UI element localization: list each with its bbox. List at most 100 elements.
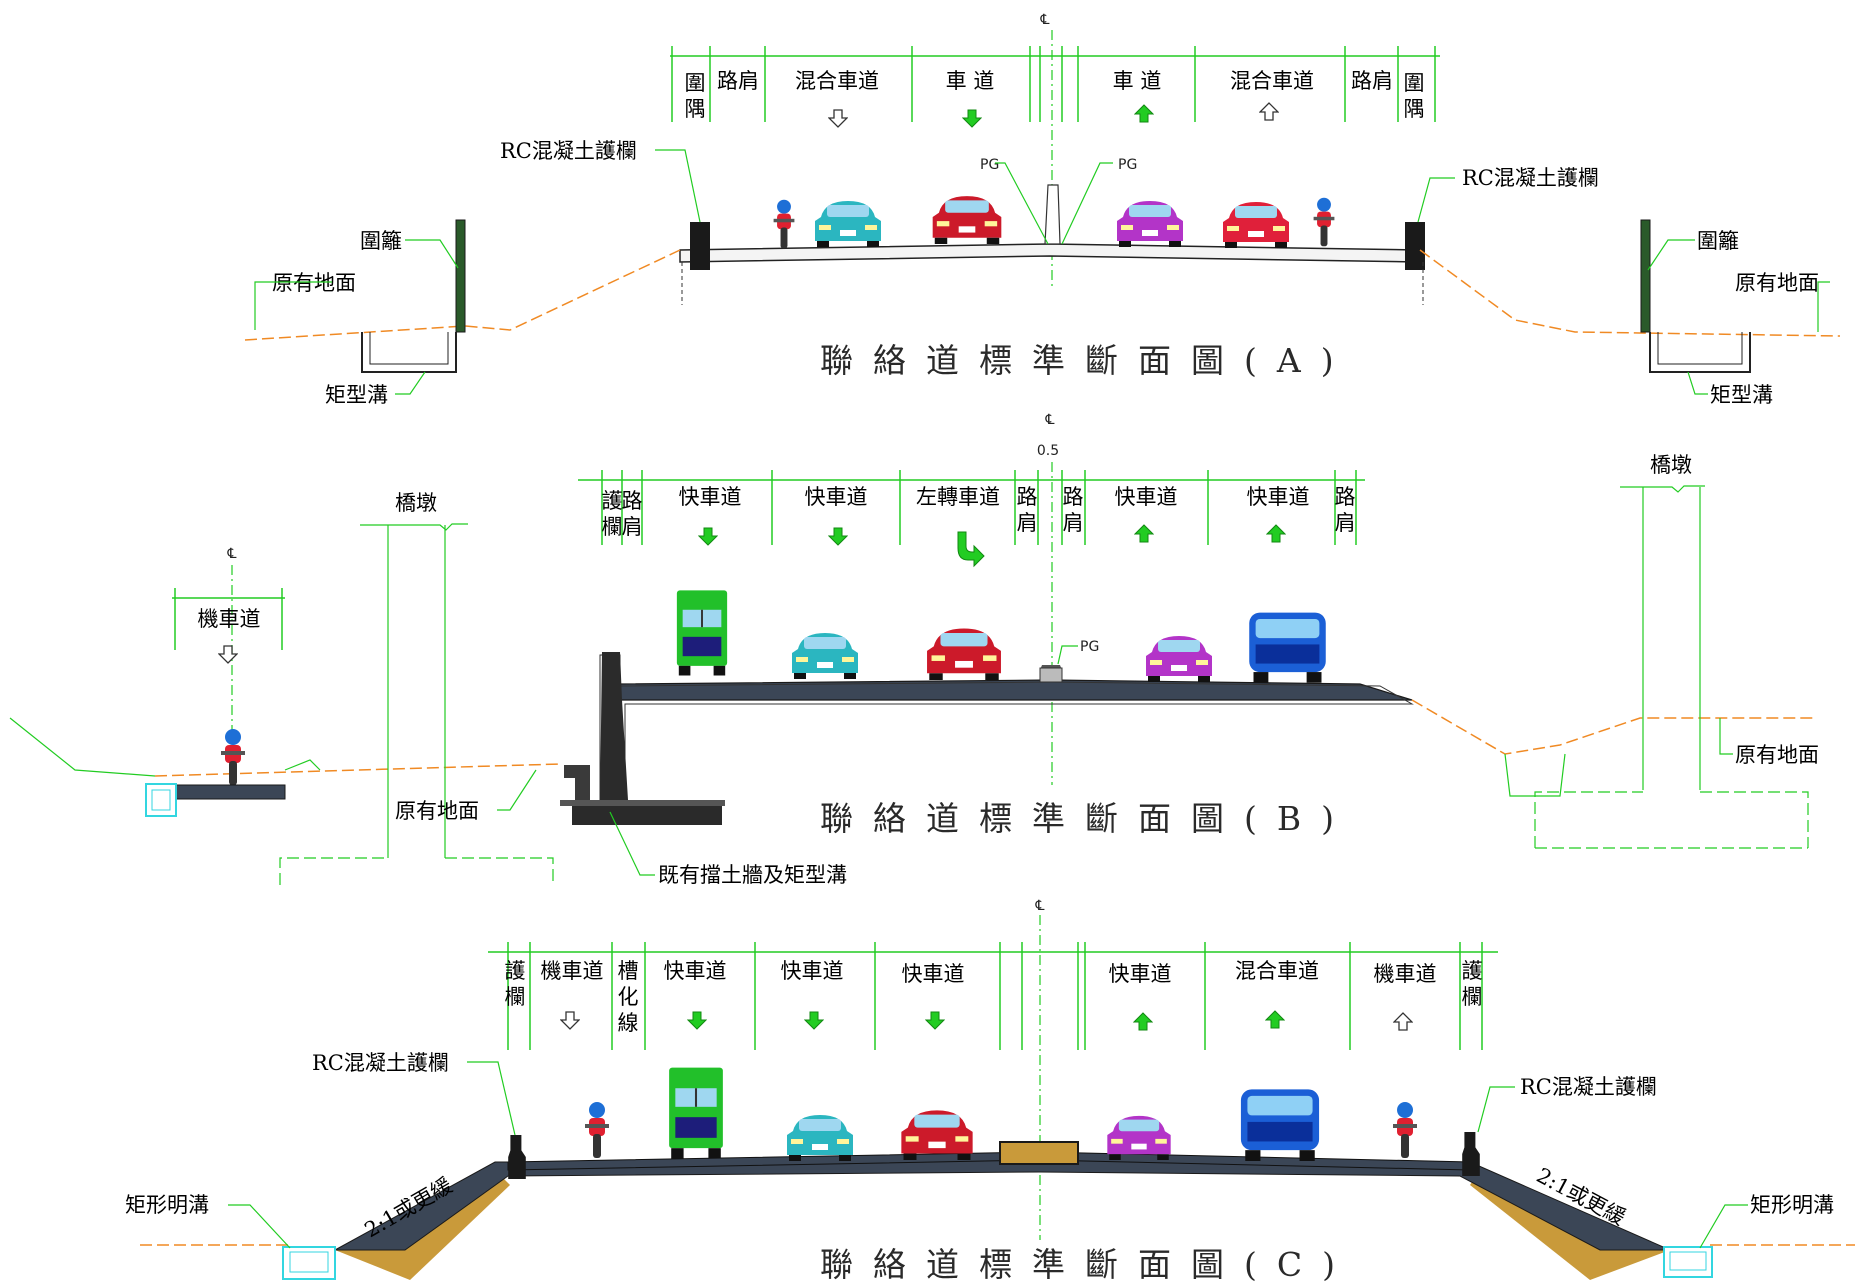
rc-guardrail-left	[690, 222, 710, 270]
ditch	[145, 783, 177, 817]
lane-label: 車 道	[946, 69, 995, 93]
green-down-arrow-icon	[925, 1011, 945, 1030]
median-barrier	[1044, 184, 1061, 245]
ditch-label: 矩型溝	[1710, 383, 1773, 407]
lane-label: 混合車道	[1235, 959, 1319, 983]
lane-label: 路肩	[1335, 485, 1356, 535]
lane-label: 路肩	[1351, 69, 1393, 93]
ground-label: 原有地面	[272, 271, 356, 295]
rc-guardrail-label: RC混凝土護欄	[1520, 1075, 1657, 1099]
lane-label: 槽化線	[618, 959, 639, 1035]
hollow-down-arrow-icon	[828, 109, 848, 128]
lane-label: 左轉車道	[916, 485, 1000, 509]
motorcycle-road	[174, 784, 286, 800]
green-up-arrow-icon	[1134, 104, 1154, 123]
pier-label: 橋墩	[395, 491, 437, 515]
motorcycle	[1313, 197, 1335, 247]
lane-label: 機車道	[1374, 962, 1437, 986]
pg-label: PG	[1080, 639, 1099, 655]
rc-guardrail-label: RC混凝土護欄	[500, 139, 637, 163]
retaining-wall-label: 既有擋土牆及矩型溝	[658, 863, 847, 887]
ditch-label: 矩型溝	[325, 383, 388, 407]
lane-label: 快車道	[1115, 485, 1178, 509]
car	[901, 1110, 973, 1160]
ditch-label: 矩形明溝	[125, 1193, 209, 1217]
lane-label: 路肩	[1063, 485, 1084, 535]
lane-label: 機車道	[198, 607, 261, 631]
rectangular-ditch-right	[1649, 332, 1751, 373]
green-left-turn-arrow-icon	[957, 531, 985, 568]
green-down-arrow-icon	[828, 527, 848, 546]
car	[1107, 1115, 1171, 1160]
lane-label: 路肩	[1017, 485, 1038, 535]
car	[787, 1115, 853, 1161]
ground-label: 原有地面	[1735, 743, 1819, 767]
centerline-symbol-icon: ℄	[1045, 412, 1055, 428]
lane-label: 快車道	[781, 959, 844, 983]
centerline-offset: 0.5	[1037, 443, 1059, 459]
hollow-up-arrow-icon	[1393, 1012, 1413, 1031]
lane-label: 路肩	[622, 489, 643, 539]
original-ground-left	[244, 249, 681, 341]
lane-label: 快車道	[1109, 962, 1172, 986]
lane-label: 路肩	[717, 69, 759, 93]
lane-label: 快車道	[1247, 485, 1310, 509]
original-ground-right	[1411, 699, 1815, 755]
car	[1223, 202, 1289, 248]
section-title: 聯絡道標準斷面圖(C)	[820, 1245, 1355, 1283]
section-a: ℄ 圍隅 路肩 混合車道 車 道 車 道 混合車道 路肩 圍隅	[244, 12, 1841, 407]
centerline-symbol-icon: ℄	[227, 546, 237, 562]
motorcycle	[585, 1102, 609, 1158]
ground-label: 原有地面	[1735, 271, 1819, 295]
lane-label: 車 道	[1113, 69, 1162, 93]
rc-guardrail-right	[1405, 222, 1425, 270]
lane-label: 快車道	[679, 485, 742, 509]
rc-guardrail-right	[1462, 1132, 1480, 1176]
green-up-arrow-icon	[1134, 524, 1154, 543]
fence-label: 圍籬	[1697, 229, 1739, 253]
lane-label: 護欄	[1462, 959, 1483, 1009]
green-up-arrow-icon	[1266, 524, 1286, 543]
pg-label: PG	[980, 157, 999, 173]
median	[999, 1141, 1079, 1165]
bus	[1249, 612, 1326, 683]
lane-label: 混合車道	[795, 69, 879, 93]
green-up-arrow-icon	[1133, 1012, 1153, 1031]
fence-label: 圍籬	[360, 229, 402, 253]
green-down-arrow-icon	[698, 527, 718, 546]
motorcycle	[1393, 1102, 1417, 1158]
lane-label: 圍隅	[685, 71, 706, 121]
green-down-arrow-icon	[962, 109, 982, 128]
rectangular-ditch-left	[361, 332, 457, 373]
fence-left	[455, 219, 466, 333]
lane-label: 護欄	[505, 959, 526, 1009]
road-deck	[679, 243, 1421, 263]
car	[792, 633, 858, 679]
ground-label: 原有地面	[395, 799, 479, 823]
green-down-arrow-icon	[687, 1011, 707, 1030]
ditch-label: 矩形明溝	[1750, 1193, 1834, 1217]
centerline-symbol-icon: ℄	[1040, 12, 1050, 28]
centerline-symbol-icon: ℄	[1035, 898, 1045, 914]
rc-guardrail-left	[508, 1135, 526, 1179]
rc-guardrail-label: RC混凝土護欄	[312, 1051, 449, 1075]
pg-label: PG	[1118, 157, 1137, 173]
hollow-up-arrow-icon	[1259, 102, 1279, 121]
lane-label: 快車道	[805, 485, 868, 509]
section-title: 聯絡道標準斷面圖(B)	[820, 799, 1354, 838]
hollow-down-arrow-icon	[218, 645, 238, 664]
section-c: ℄ 護欄 機車道 槽化線 快車道 快車道 快車道 快車道 混合車道 機車道 護欄	[125, 898, 1855, 1283]
motorcycle	[221, 729, 245, 785]
car	[1146, 636, 1212, 682]
section-title: 聯絡道標準斷面圖(A)	[820, 341, 1354, 380]
rc-guardrail-label: RC混凝土護欄	[1462, 166, 1599, 190]
car	[815, 201, 881, 247]
truck	[668, 1066, 724, 1160]
green-down-arrow-icon	[804, 1011, 824, 1030]
lane-label: 機車道	[541, 959, 604, 983]
fence-right	[1640, 219, 1651, 333]
section-b: ℄ 0.5 護欄 路肩 快車道 快車道 左轉車道 路肩 路肩 快車道 快車道 路…	[9, 412, 1819, 887]
retaining-wall	[600, 652, 628, 800]
motorcycle	[773, 199, 795, 249]
